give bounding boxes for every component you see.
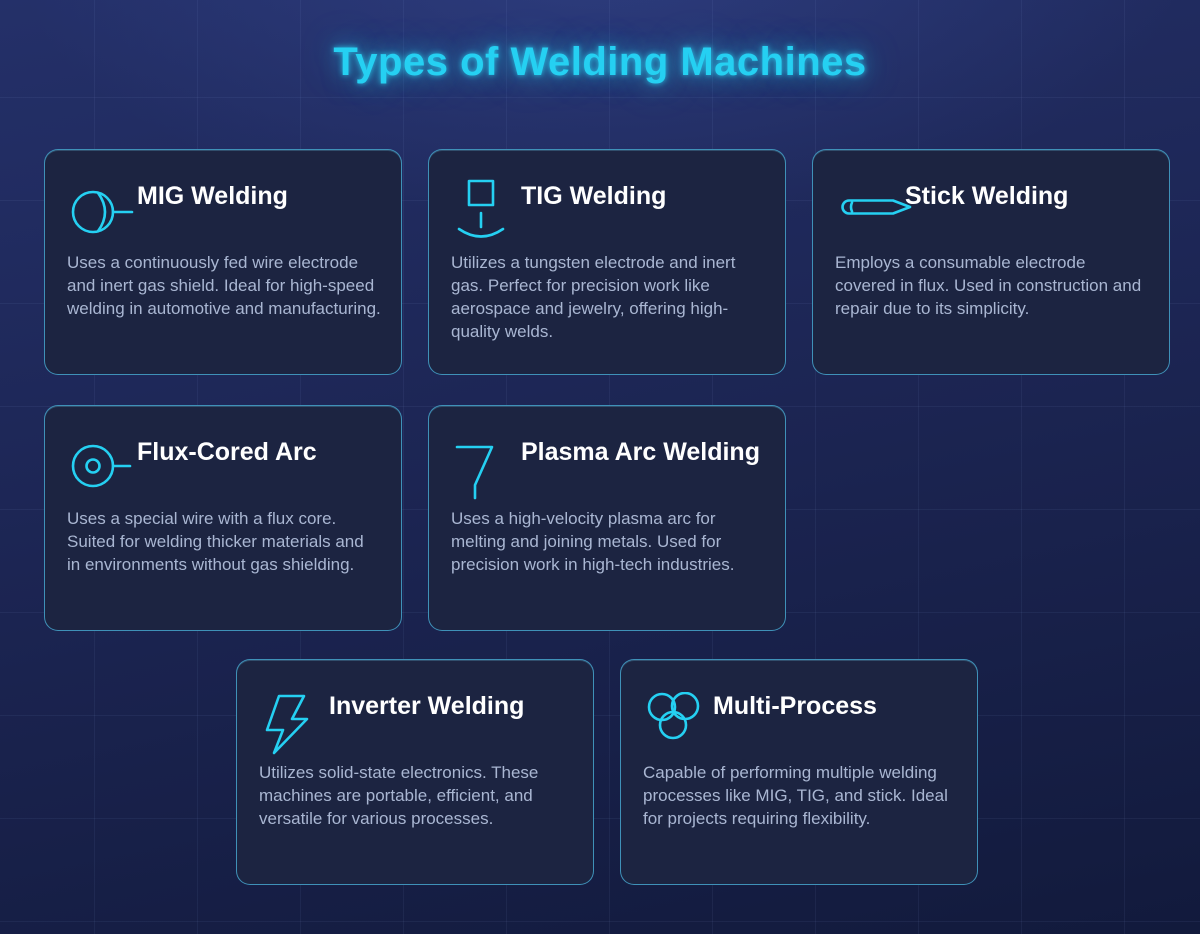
card-description: Uses a continuously fed wire electrode a… [67,253,381,318]
mig-wire-feed-icon [71,188,135,236]
card-description: Utilizes a tungsten electrode and inert … [451,253,736,341]
card-flux-cored-arc: Flux-Cored Arc Uses a special wire with … [44,405,402,631]
stick-electrode-icon [839,197,913,217]
overlapping-circles-icon [647,691,701,740]
card-description: Uses a high-velocity plasma arc for melt… [451,509,735,574]
card-title: Inverter Welding [329,692,525,720]
card-tig-welding: TIG Welding Utilizes a tungsten electrod… [428,149,786,375]
card-description: Uses a special wire with a flux core. Su… [67,509,364,574]
lightning-bolt-icon [263,694,311,756]
page-title: Types of Welding Machines [333,40,867,84]
card-description: Employs a consumable electrode covered i… [835,253,1142,318]
card-stick-welding: Stick Welding Employs a consumable elect… [812,149,1170,375]
card-title: Stick Welding [905,182,1069,210]
card-plasma-arc-welding: Plasma Arc Welding Uses a high-velocity … [428,405,786,631]
flux-core-wire-icon [71,442,133,490]
card-inverter-welding: Inverter Welding Utilizes solid-state el… [236,659,594,885]
card-title: Plasma Arc Welding [521,438,760,466]
plasma-nozzle-icon [455,445,495,501]
card-mig-welding: MIG Welding Uses a continuously fed wire… [44,149,402,375]
card-multi-process: Multi-Process Capable of performing mult… [620,659,978,885]
card-description: Capable of performing multiple welding p… [643,763,948,828]
card-title: MIG Welding [137,182,288,210]
card-title: Flux-Cored Arc [137,438,317,466]
card-title: TIG Welding [521,182,667,210]
card-description: Utilizes solid-state electronics. These … [259,763,539,828]
card-title: Multi-Process [713,692,877,720]
tig-electrode-icon [455,179,509,243]
